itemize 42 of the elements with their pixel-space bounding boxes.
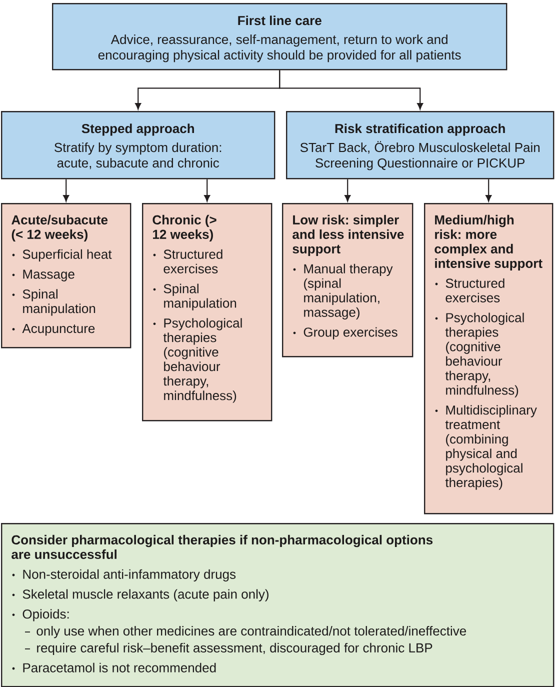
box-heading: First line care	[238, 16, 322, 26]
list-item: Psychological therapies (cognitive behaviour therapy, mindfulness)	[163, 318, 242, 403]
list-item: Structured exercises	[164, 249, 222, 274]
arrow	[344, 179, 351, 202]
process-box	[1, 203, 132, 348]
list-item: Manual therapy (spinal manipulation, massage)	[304, 264, 393, 320]
list-item: Multidisciplinary treatment (combining physical and psychological therapies)	[445, 405, 537, 490]
note-box	[1, 523, 554, 687]
box-heading: Consider pharmacological therapies if non-pharmacological options are unsuccessful	[12, 534, 433, 559]
box-heading: Chronic (> 12 weeks)	[152, 214, 216, 242]
list-item: Group exercises	[304, 327, 398, 340]
list-item: Non-steroidal anti-infammatory drugs	[23, 569, 236, 582]
process-box	[52, 3, 508, 70]
box-text: STarT Back, Örebro Musculoskeletal Pain Screening Questionnaire or PICKUP	[300, 141, 540, 170]
list-item: Structured exercises	[446, 278, 504, 302]
box-heading: Medium/high risk: more complex and intensive support	[434, 214, 542, 271]
box-text: Stratify by symptom duration: acute, subacute and chronic	[54, 142, 222, 170]
list-item: Paracetamol is not recommended	[23, 662, 216, 672]
process-box	[1, 111, 276, 180]
process-box	[424, 203, 554, 514]
list-item: Spinal manipulation	[22, 289, 96, 316]
list-item: only use when other medicines are contraindicated/not tolerated/ineffective	[36, 626, 466, 638]
list-item: Acupuncture	[22, 324, 95, 336]
list-item: Skeletal muscle relaxants (acute pain only)	[22, 589, 268, 602]
list-item: Opioids:	[22, 609, 69, 622]
arrow	[279, 70, 424, 110]
box-heading: Risk stratification approach	[335, 124, 505, 136]
process-box	[142, 203, 272, 422]
list-item: Superficial heat	[22, 249, 112, 262]
box-text: Advice, reassurance, self-management, return to work and encouraging physical activity should be provided for all patients	[98, 34, 461, 62]
list-item: Psychological therapies (cognitive behaviour therapy, mindfulness)	[445, 312, 524, 398]
list-item: require careful risk–benefit assessment, discouraged for chronic LBP	[37, 642, 432, 656]
process-box	[286, 111, 554, 180]
arrow	[204, 179, 210, 202]
arrow	[486, 179, 492, 202]
list-item: Massage	[23, 270, 74, 282]
box-heading: Stepped approach	[82, 124, 194, 136]
box-heading: Acute/subacute (< 12 weeks)	[12, 214, 108, 242]
list-item: Spinal manipulation	[164, 284, 236, 310]
box-heading: Low risk: simpler and less intensive support	[292, 214, 404, 256]
arrow	[63, 179, 70, 202]
process-box	[282, 203, 414, 358]
